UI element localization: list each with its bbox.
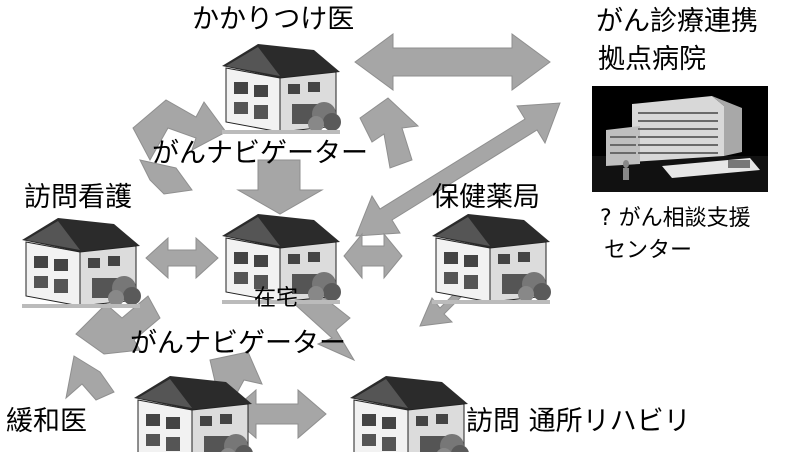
house-hoken-yakkyoku xyxy=(431,213,552,305)
arrow-cycle-bottom-mid xyxy=(288,295,356,362)
house-houmon-kango xyxy=(21,217,142,309)
arrow-top-horizontal xyxy=(354,33,551,91)
label-houmon-kango: 訪問看護 xyxy=(24,182,132,213)
arrows xyxy=(65,33,561,440)
arrow-diagonal-long xyxy=(355,102,561,237)
label-hospital-line2: 拠点病院 xyxy=(598,44,706,75)
arrow-bottom-horizontal xyxy=(227,388,327,440)
label-navigator-top: がんナビゲーター xyxy=(152,138,368,169)
label-zaitaku: 在宅 xyxy=(254,286,299,311)
label-rehab: 訪問 通所リハビリ xyxy=(466,406,691,437)
arrow-cycle-bottom-left xyxy=(75,295,161,355)
arrow-cycle-top-right xyxy=(359,97,420,169)
label-hoken-yakkyoku: 保健薬局 xyxy=(432,182,540,213)
arrow-cycle-top-lower xyxy=(236,159,324,215)
label-soudan-line1: ? がん相談支援 xyxy=(600,206,751,231)
house-rehab xyxy=(349,375,470,452)
label-hospital-line1: がん診療連携 xyxy=(596,6,758,37)
arrow-cycle-bottom-leftlow xyxy=(65,355,115,401)
label-soudan-line2: センター xyxy=(604,238,693,263)
label-navigator-bottom: がんナビゲーター xyxy=(130,328,346,359)
label-kanwa: 緩和医 xyxy=(6,406,87,437)
arrow-right-horizontal xyxy=(343,232,403,280)
hospital-photo xyxy=(592,86,768,192)
arrow-cycle-top-lowleft xyxy=(139,159,193,195)
label-kakaritsuke: かかりつけ医 xyxy=(192,4,355,35)
arrow-left-horizontal xyxy=(145,236,219,280)
arrow-cycle-top-left xyxy=(132,99,227,162)
house-kakaritsuke xyxy=(221,43,342,135)
